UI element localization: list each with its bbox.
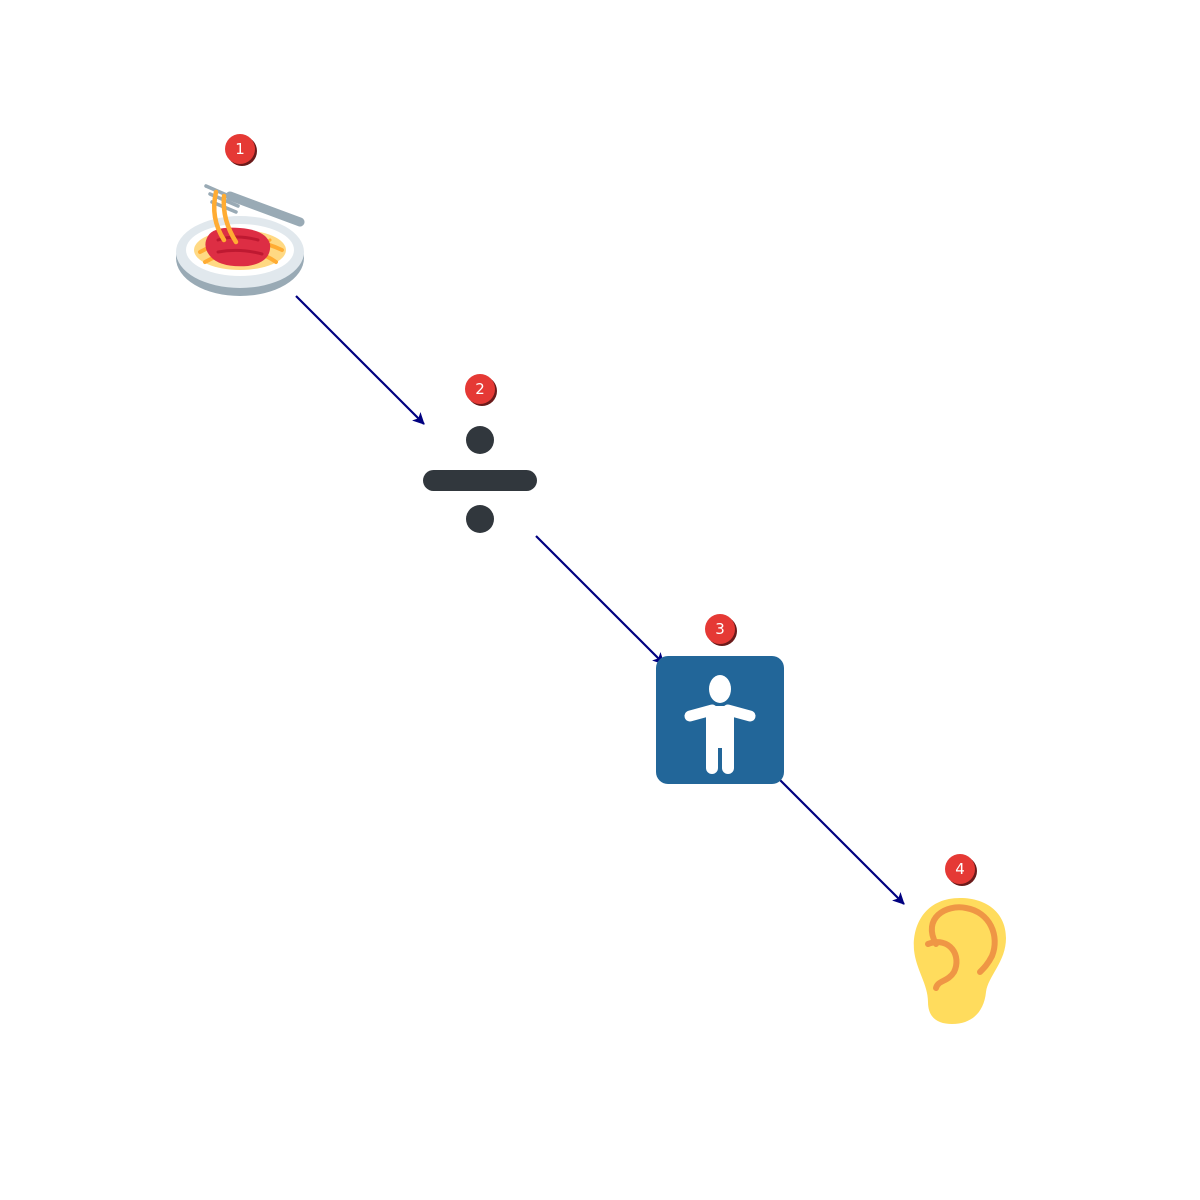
step-badge: 3 [705, 614, 737, 646]
step-1: 1 [176, 134, 305, 296]
arrow-2-to-3 [535, 535, 665, 665]
arrow-3-to-4 [775, 775, 905, 905]
step-badge: 1 [225, 134, 257, 166]
step-3: 3 [656, 614, 784, 784]
step-2: 2 [423, 374, 537, 533]
step-badge: 2 [465, 374, 497, 406]
svg-text:4: 4 [955, 860, 965, 878]
mens-room-icon [656, 656, 784, 784]
svg-text:1: 1 [235, 140, 245, 158]
connectors [295, 295, 905, 905]
division-sign-icon [423, 426, 537, 533]
ear-icon [913, 898, 1006, 1024]
svg-text:2: 2 [475, 380, 485, 398]
arrow-1-to-2 [295, 295, 425, 425]
svg-text:3: 3 [715, 620, 725, 638]
spaghetti-icon [176, 184, 305, 296]
step-badge: 4 [945, 854, 977, 886]
step-4: 4 [913, 854, 1006, 1024]
